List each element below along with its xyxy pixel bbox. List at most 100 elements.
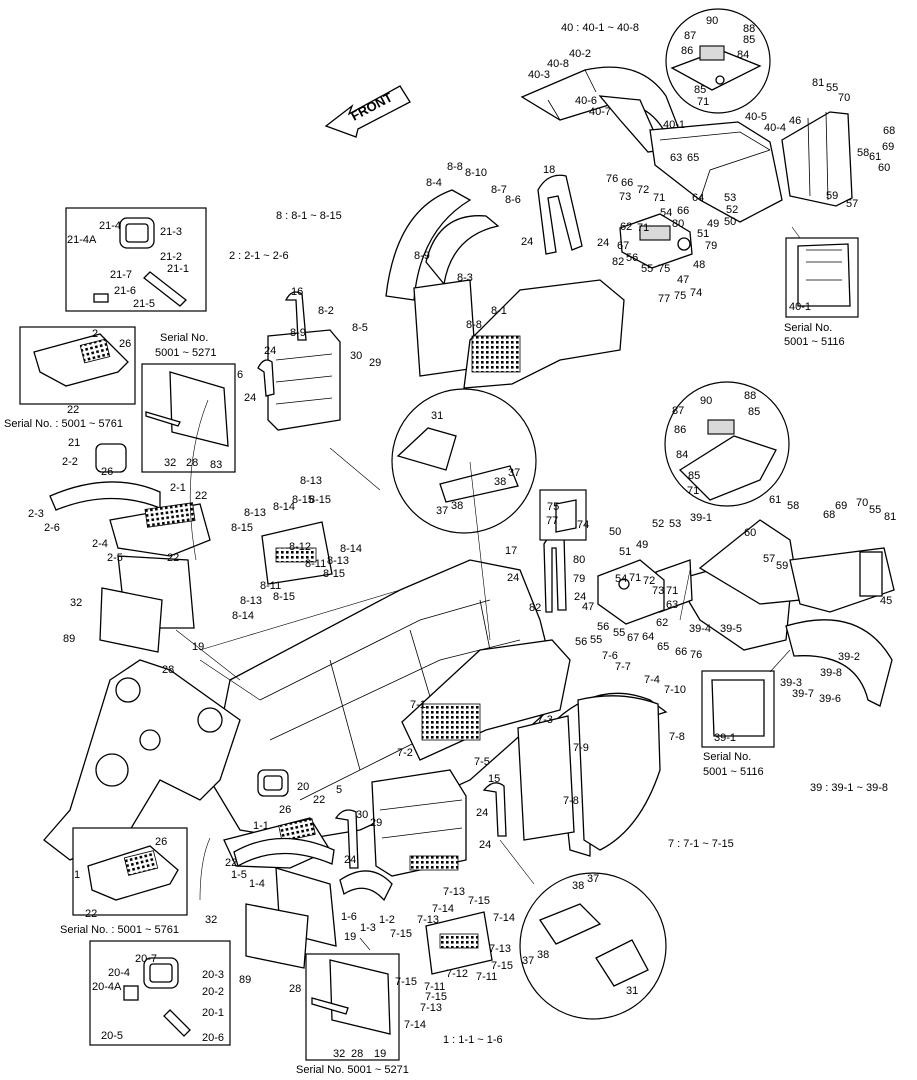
callout-c108: 2-5: [107, 552, 123, 564]
callout-c130: 77: [546, 515, 558, 527]
callout-c22: 69: [882, 141, 894, 153]
serial-mid-right-b: 5001 ~ 5116: [703, 766, 764, 778]
callout-c127: 8-14: [232, 610, 254, 622]
callout-c143: 49: [636, 539, 648, 551]
callout-c31: 66: [621, 177, 633, 189]
callout-c140: 50: [609, 526, 621, 538]
callout-c98: 37: [436, 505, 448, 517]
callout-c11: 88: [743, 23, 755, 35]
callout-c113: 28: [162, 664, 174, 676]
callout-c40: 49: [707, 218, 719, 230]
callout-c74: 21-7: [110, 269, 132, 281]
inset-panel-19: [305, 953, 400, 1061]
callout-c44: 62: [620, 221, 632, 233]
callout-c29: 65: [687, 152, 699, 164]
callout-c59: 8-4: [426, 177, 442, 189]
callout-c106: 2-6: [44, 522, 60, 534]
callout-c56: 40-1: [789, 301, 811, 313]
callout-c159: 56: [575, 636, 587, 648]
callout-c62: 18: [543, 164, 555, 176]
callout-c8: 40-4: [764, 122, 786, 134]
callout-c52: 47: [677, 274, 689, 286]
callout-c81: 8-9: [290, 327, 306, 339]
callout-c196: 7-8: [563, 795, 579, 807]
callout-c211: 22: [85, 908, 97, 920]
callout-c208: 1-1: [253, 820, 269, 832]
callout-c204: 29: [370, 817, 382, 829]
callout-c190: 7-4: [644, 674, 660, 686]
callout-c202: 5: [336, 784, 342, 796]
fender-8-assembly: [385, 174, 625, 389]
callout-c163: 90: [700, 395, 712, 407]
callout-c214: 1-4: [249, 878, 265, 890]
step-7-11-assembly: [425, 911, 493, 975]
callout-c134: 24: [507, 572, 519, 584]
callout-c149: 71: [666, 585, 678, 597]
group-39-label: 39 : 39-1 ~ 39-8: [810, 782, 888, 794]
callout-c72: 21-4A: [67, 234, 97, 246]
callout-c41: 54: [660, 207, 672, 219]
callout-c176: 55: [869, 504, 881, 516]
callout-c92: 32: [164, 457, 176, 469]
callout-c109: 22: [167, 552, 179, 564]
callout-c115: 8-14: [273, 501, 295, 513]
callout-c157: 66: [675, 646, 687, 658]
callout-c33: 72: [637, 184, 649, 196]
callout-c161: 39-4: [689, 623, 711, 635]
callout-c37: 52: [726, 204, 738, 216]
callout-c237: 7-15: [395, 976, 417, 988]
callout-c13: 85: [743, 34, 755, 46]
callout-c200: 24: [476, 807, 488, 819]
callout-c136: 24: [574, 591, 586, 603]
callout-c167: 86: [674, 424, 686, 436]
inset-40-1: [785, 237, 859, 318]
callout-c2: 40-8: [547, 58, 569, 70]
callout-c68: 8-1: [491, 305, 507, 317]
callout-c66: 82: [612, 256, 624, 268]
callout-c39: 66: [677, 205, 689, 217]
callout-c226: 7-13: [417, 914, 439, 926]
callout-c34: 71: [653, 192, 665, 204]
callout-c69: 8-8: [466, 319, 482, 331]
callout-c178: 60: [744, 527, 756, 539]
callout-c241: 38: [537, 949, 549, 961]
handle-17: [543, 533, 567, 613]
callout-c102: 26: [101, 466, 113, 478]
loader-arm: [43, 659, 241, 861]
callout-c38: 50: [724, 216, 736, 228]
callout-c188: 7-6: [602, 650, 618, 662]
callout-c212: 22: [225, 857, 237, 869]
callout-c173: 69: [835, 500, 847, 512]
callout-c253: 19: [374, 1048, 386, 1060]
callout-c227: 7-15: [390, 928, 412, 940]
callout-c97: 38: [494, 476, 506, 488]
rear-fender-assembly-40: [520, 66, 853, 223]
callout-c183: 39-8: [820, 667, 842, 679]
callout-c26: 59: [826, 190, 838, 202]
callout-c201: 24: [479, 839, 491, 851]
callout-c24: 61: [869, 151, 881, 163]
callout-c114: 8-13: [244, 507, 266, 519]
callout-c55: 74: [690, 287, 702, 299]
callout-c139: 55: [590, 634, 602, 646]
callout-c117: 8-13: [300, 475, 322, 487]
callout-c1: 40-3: [528, 69, 550, 81]
callout-c239: 37: [587, 873, 599, 885]
serial-mid-right-a: Serial No.: [703, 751, 751, 763]
callout-c112: 19: [192, 641, 204, 653]
callout-c234: 7-15: [425, 991, 447, 1003]
serial-left-5761: Serial No. : 5001 ~ 5761: [4, 418, 123, 430]
serial-bottom-5761: Serial No. : 5001 ~ 5761: [60, 924, 179, 936]
callout-c213: 1-5: [231, 869, 247, 881]
callout-c14: 86: [681, 45, 693, 57]
detail-callout-mid: [391, 388, 537, 534]
callout-c150: 63: [666, 599, 678, 611]
callout-c166: 85: [748, 406, 760, 418]
callout-c47: 79: [705, 240, 717, 252]
callout-c45: 71: [637, 222, 649, 234]
callout-c177: 81: [884, 511, 896, 523]
callout-c43: 51: [697, 228, 709, 240]
callout-c95: 31: [431, 410, 443, 422]
callout-c155: 62: [656, 617, 668, 629]
callout-c249: 20-5: [101, 1030, 123, 1042]
